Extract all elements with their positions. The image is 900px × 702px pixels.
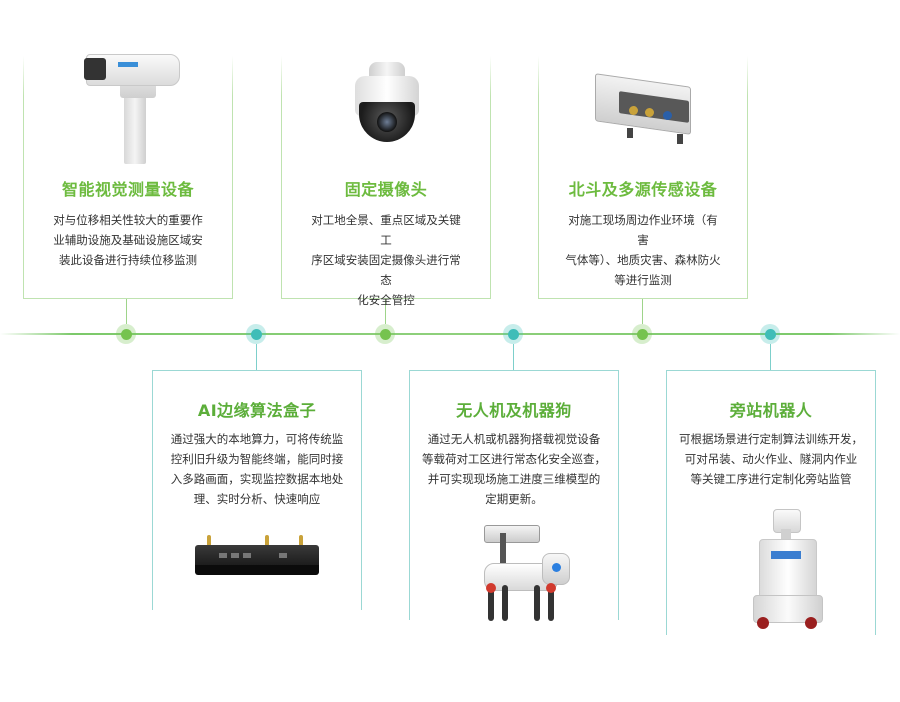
desc-line: 气体等）、地质灾害、森林防火 (565, 253, 721, 267)
desc-line: 化安全管控 (357, 293, 415, 307)
desc-line: 等载荷对工区进行常态化安全巡查， (422, 452, 606, 466)
card-description: 通过无人机或机器狗搭载视觉设备 等载荷对工区进行常态化安全巡查， 并可实现现场施… (420, 429, 608, 509)
card-title: 智能视觉测量设备 (61, 180, 194, 199)
card-title: 旁站机器人 (729, 401, 813, 420)
card-title: 北斗及多源传感设备 (568, 180, 718, 199)
timeline-node-4 (503, 324, 523, 344)
card-vision-measure: 智能视觉测量设备 对与位移相关性较大的重要作 业辅助设施及基础设施区域安 装此设… (22, 54, 234, 299)
card-description: 对工地全景、重点区域及关键工 序区域安装固定摄像头进行常态 化安全管控 (306, 210, 466, 310)
card-description: 通过强大的本地算力，可将传统监 控利旧升级为智能终端，能同时接 入多路画面，实现… (165, 429, 349, 509)
connector-2 (385, 298, 386, 324)
desc-line: 通过无人机或机器狗搭载视觉设备 (427, 432, 601, 446)
connector-3 (642, 298, 643, 324)
connector-6 (770, 344, 771, 370)
card-title: 固定摄像头 (344, 180, 428, 199)
desc-line: 序区域安装固定摄像头进行常态 (311, 253, 461, 287)
timeline-line (0, 333, 900, 335)
robot-dog-icon (466, 523, 576, 621)
desc-line: 并可实现现场施工进度三维模型的 (427, 472, 601, 486)
desc-line: 通过强大的本地算力，可将传统监 (170, 432, 344, 446)
card-title: 无人机及机器狗 (456, 401, 572, 420)
desc-line: 对与位移相关性较大的重要作 (53, 213, 203, 227)
connector-5 (513, 344, 514, 370)
card-fixed-camera: 固定摄像头 对工地全景、重点区域及关键工 序区域安装固定摄像头进行常态 化安全管… (280, 56, 492, 307)
card-station-robot: 旁站机器人 可根据场景进行定制算法训练开发， 可对吊装、动火作业、隧洞内作业 等… (666, 370, 876, 635)
card-beidou-sensor: 北斗及多源传感设备 对施工现场周边作业环境（有害 气体等）、地质灾害、森林防火 … (537, 56, 749, 299)
desc-line: 可对吊装、动火作业、隧洞内作业 (684, 452, 858, 466)
desc-line: 入多路画面，实现监控数据本地处 (170, 472, 344, 486)
dome-camera-icon (349, 62, 425, 152)
desc-line: 等进行监测 (614, 273, 672, 287)
timeline-node-3 (375, 324, 395, 344)
timeline-node-2 (246, 324, 266, 344)
box-camera-icon (84, 48, 184, 168)
sensor-box-icon (589, 66, 699, 156)
connector-1 (126, 298, 127, 324)
desc-line: 对施工现场周边作业环境（有害 (568, 213, 718, 247)
connector-4 (256, 344, 257, 370)
station-robot-icon (753, 509, 823, 633)
card-description: 对与位移相关性较大的重要作 业辅助设施及基础设施区域安 装此设备进行持续位移监测 (48, 210, 208, 270)
card-description: 对施工现场周边作业环境（有害 气体等）、地质灾害、森林防火 等进行监测 (563, 210, 723, 290)
desc-line: 对工地全景、重点区域及关键工 (311, 213, 461, 247)
edge-box-icon (195, 535, 321, 579)
desc-line: 理、实时分析、快速响应 (193, 492, 321, 506)
timeline-node-5 (632, 324, 652, 344)
card-description: 可根据场景进行定制算法训练开发， 可对吊装、动火作业、隧洞内作业 等关键工序进行… (677, 429, 865, 489)
desc-line: 可根据场景进行定制算法训练开发， (679, 432, 863, 446)
timeline-node-1 (116, 324, 136, 344)
desc-line: 定期更新。 (485, 492, 543, 506)
desc-line: 控利旧升级为智能终端，能同时接 (170, 452, 344, 466)
timeline-node-6 (760, 324, 780, 344)
desc-line: 业辅助设施及基础设施区域安 (53, 233, 203, 247)
card-title: AI边缘算法盒子 (197, 401, 317, 420)
desc-line: 装此设备进行持续位移监测 (59, 253, 197, 267)
desc-line: 等关键工序进行定制化旁站监管 (690, 472, 852, 486)
card-ai-edge-box: AI边缘算法盒子 通过强大的本地算力，可将传统监 控利旧升级为智能终端，能同时接… (152, 370, 362, 610)
card-drone-robot-dog: 无人机及机器狗 通过无人机或机器狗搭载视觉设备 等载荷对工区进行常态化安全巡查，… (409, 370, 619, 621)
